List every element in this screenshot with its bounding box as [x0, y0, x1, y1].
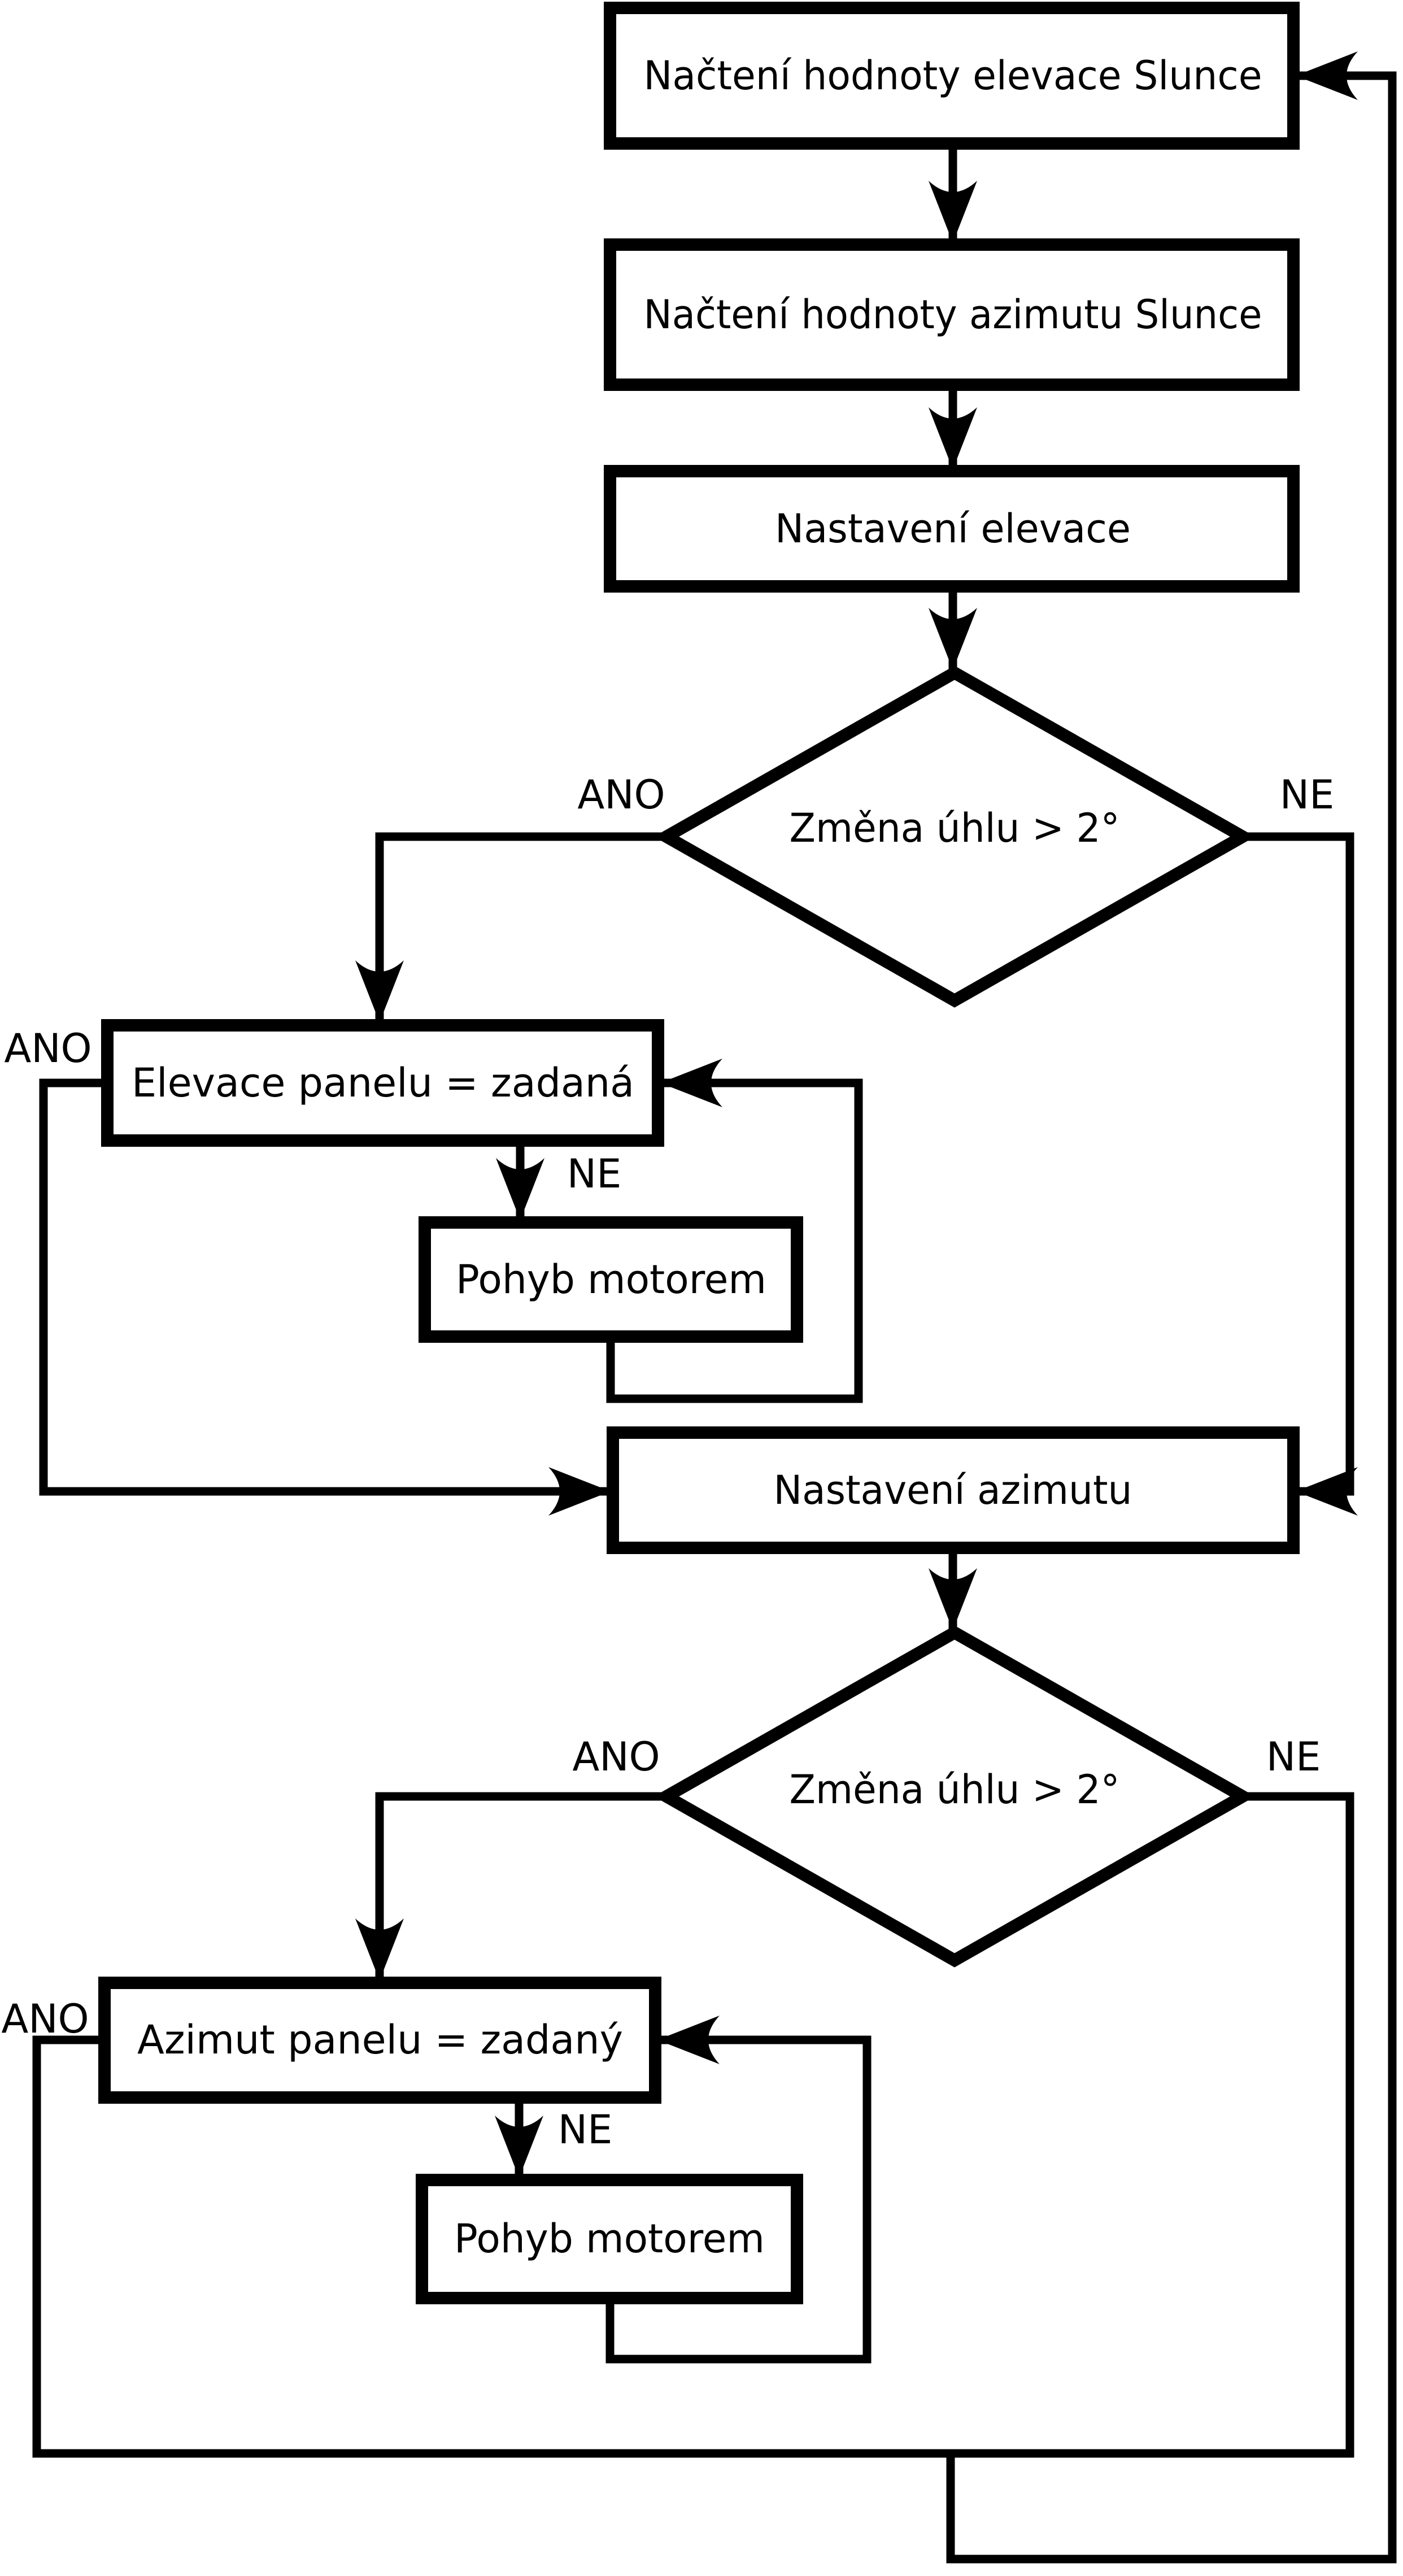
elevation-reached-box: [101, 1019, 664, 1147]
node-load-elevation: Načtení hodnoty elevace Slunce: [604, 2, 1300, 150]
azimuth-reached-label: Azimut panelu = zadaný: [137, 2017, 623, 2063]
azimuth-decision-diamond: [653, 1625, 1256, 1968]
set-azimuth-label: Nastavení azimutu: [774, 1467, 1132, 1513]
decision-elevation-angle-change: Změna úhlu > 2°: [653, 665, 1256, 1008]
label-azimuth-reached-no: NE: [558, 2107, 613, 2153]
elevation-decision-label: Změna úhlu > 2°: [790, 805, 1120, 851]
load-elevation-box: [604, 2, 1300, 150]
azimuth-decision-label: Změna úhlu > 2°: [790, 1766, 1120, 1813]
node-azimuth-reached: Azimut panelu = zadaný: [98, 1977, 661, 2104]
edge-elevation-decision-no: [1243, 832, 1358, 1516]
label-elevation-reached-yes: ANO: [4, 1025, 91, 1072]
azimuth-motor-label: Pohyb motorem: [454, 2216, 765, 2262]
label-azimuth-reached-yes: ANO: [1, 1996, 89, 2042]
edge-azimuth-decision-yes: [355, 1792, 666, 1981]
azimuth-motor-box: [416, 2174, 803, 2304]
load-elevation-label: Načtení hodnoty elevace Slunce: [644, 53, 1262, 99]
elevation-reached-label: Elevace panelu = zadaná: [132, 1060, 634, 1106]
node-set-azimuth: Nastavení azimutu: [607, 1426, 1300, 1554]
azimuth-reached-box: [98, 1977, 661, 2104]
elevation-motor-label: Pohyb motorem: [456, 1256, 766, 1303]
node-azimuth-motor-move: Pohyb motorem: [416, 2174, 803, 2304]
edge-elevation-decision-yes: [355, 832, 666, 1022]
decision-azimuth-angle-change: Změna úhlu > 2°: [653, 1625, 1256, 1968]
edge-return-to-start: [946, 51, 1397, 2564]
node-set-elevation: Nastavení elevace: [604, 465, 1300, 593]
set-azimuth-box: [607, 1426, 1300, 1554]
load-azimuth-box: [604, 238, 1300, 391]
set-elevation-box: [604, 465, 1300, 593]
node-load-azimuth: Načtení hodnoty azimutu Slunce: [604, 238, 1300, 391]
edge-azimuth-motor-loop: [605, 2016, 872, 2364]
edges: [32, 51, 1397, 2564]
elevation-decision-diamond: [653, 665, 1256, 1008]
edge-elevation-motor-loop: [606, 1059, 863, 1403]
edge-azimuth-decision-no: [1243, 1792, 1354, 2457]
node-elevation-reached: Elevace panelu = zadaná: [101, 1019, 664, 1147]
label-elevation-decision-no: NE: [1280, 772, 1335, 818]
node-elevation-motor-move: Pohyb motorem: [419, 1216, 803, 1343]
load-azimuth-label: Načtení hodnoty azimutu Slunce: [644, 291, 1262, 338]
label-azimuth-decision-no: NE: [1266, 1734, 1321, 1780]
label-elevation-reached-no: NE: [567, 1151, 622, 1197]
edge-elevation-reached-yes: [39, 1078, 611, 1516]
elevation-motor-box: [419, 1216, 803, 1343]
label-elevation-decision-yes: ANO: [577, 772, 665, 818]
label-azimuth-decision-yes: ANO: [572, 1734, 660, 1780]
edge-azimuth-reached-yes: [32, 2035, 1354, 2458]
set-elevation-label: Nastavení elevace: [775, 506, 1131, 552]
branch-labels: ANO NE ANO NE ANO NE ANO NE: [1, 772, 1334, 2153]
